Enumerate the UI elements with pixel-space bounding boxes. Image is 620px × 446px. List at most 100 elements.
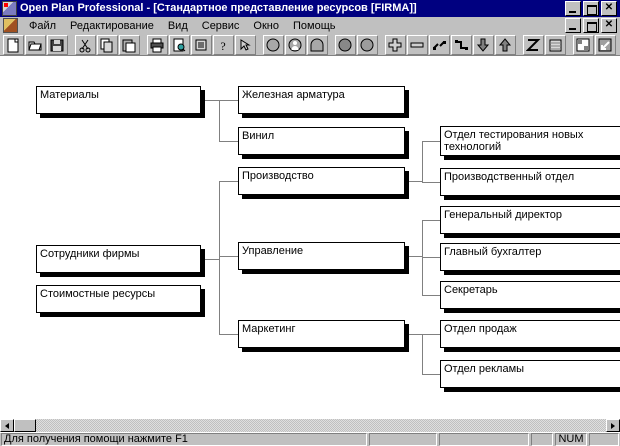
tree-connector [422, 334, 440, 335]
scrollbar-track[interactable] [14, 419, 606, 432]
tree-connector [219, 334, 238, 335]
tree-node-proizvodstvo[interactable]: Производство [238, 167, 405, 195]
menu-item-file[interactable]: Файл [29, 19, 57, 32]
tree-connector [219, 181, 238, 182]
resource-shape-icon[interactable] [307, 34, 328, 55]
help-question-icon[interactable]: ? [213, 34, 234, 55]
menu-item-service[interactable]: Сервис [201, 19, 240, 32]
tree-node-label: Сотрудники фирмы [40, 248, 140, 260]
tree-node-label: Генеральный директор [444, 209, 562, 221]
move-up-icon[interactable] [495, 34, 516, 55]
resource-person-icon[interactable] [285, 34, 306, 55]
status-bar: Для получения помощи нажмите F1 NUM [0, 432, 620, 446]
grid-view-icon[interactable] [545, 34, 566, 55]
fit-window-icon[interactable] [595, 34, 616, 55]
window-controls: ✕ [565, 1, 617, 16]
add-plus-icon[interactable] [385, 34, 406, 55]
tree-connector [405, 181, 422, 182]
menu-item-window[interactable]: Окно [253, 19, 279, 32]
scroll-right-arrow-icon[interactable] [606, 419, 620, 432]
zigzag-icon[interactable] [523, 34, 544, 55]
help-arrow-icon[interactable] [235, 34, 256, 55]
menu-item-list: Файл Редактирование Вид Сервис Окно Помо… [22, 18, 565, 34]
status-num-indicator: NUM [555, 433, 587, 446]
tree-node-label: Производственный отдел [444, 171, 575, 183]
mdi-minimize-button[interactable] [565, 18, 581, 33]
mdi-close-button[interactable]: ✕ [601, 18, 617, 33]
status-panel-2 [439, 433, 529, 446]
tree-node-upravlenie[interactable]: Управление [238, 242, 405, 270]
tree-node-label: Главный бухгалтер [444, 246, 542, 258]
tree-node-stoim-resursy[interactable]: Стоимостные ресурсы [36, 285, 201, 313]
window-title: Open Plan Professional - [Стандартное пр… [20, 2, 417, 14]
tree-connector [405, 256, 422, 257]
mdi-restore-button[interactable] [583, 18, 599, 33]
tree-connector [219, 141, 238, 142]
tree-node-label: Производство [242, 170, 314, 182]
tree-connector [219, 256, 238, 257]
tree-node-otdel-reklamy[interactable]: Отдел рекламы [440, 360, 620, 388]
menu-item-edit[interactable]: Редактирование [70, 19, 154, 32]
tree-node-label: Маркетинг [242, 323, 296, 335]
tree-node-sotrudniki[interactable]: Сотрудники фирмы [36, 245, 201, 273]
scrollbar-thumb[interactable] [14, 419, 36, 432]
print-icon[interactable] [147, 34, 168, 55]
tree-connector [405, 334, 422, 335]
document-icon[interactable] [3, 18, 18, 33]
menu-item-view[interactable]: Вид [167, 19, 188, 32]
tree-node-sekretar[interactable]: Секретарь [440, 281, 620, 309]
status-panel-3 [531, 433, 553, 446]
tree-node-zh-armatura[interactable]: Железная арматура [238, 86, 405, 114]
app-icon [2, 1, 17, 16]
tree-node-label: Отдел продаж [444, 323, 517, 335]
menu-item-help[interactable]: Помощь [292, 19, 336, 32]
status-message: Для получения помощи нажмите F1 [1, 433, 367, 446]
horizontal-scrollbar[interactable] [0, 418, 620, 432]
print-preview-icon[interactable] [169, 34, 190, 55]
sort-icon[interactable] [191, 34, 212, 55]
status-panel-4 [589, 433, 619, 446]
maximize-button[interactable] [583, 1, 599, 16]
remove-minus-icon[interactable] [407, 34, 428, 55]
paste-icon[interactable] [119, 34, 140, 55]
minimize-button[interactable] [565, 1, 581, 16]
tree-node-label: Материалы [40, 89, 99, 101]
tree-node-label: Стоимостные ресурсы [40, 288, 156, 300]
move-down-icon[interactable] [473, 34, 494, 55]
tree-node-marketing[interactable]: Маркетинг [238, 320, 405, 348]
tree-node-otdel-test[interactable]: Отдел тестирования новых технологий [440, 126, 620, 156]
tree-node-gen-director[interactable]: Генеральный директор [440, 206, 620, 234]
status-panel-1 [369, 433, 437, 446]
tree-connector [219, 181, 220, 334]
tree-node-label: Железная арматура [242, 89, 345, 101]
cut-scissors-icon[interactable] [75, 34, 96, 55]
unlink-icon[interactable] [451, 34, 472, 55]
tree-connector [422, 374, 440, 375]
tree-connector [422, 141, 440, 142]
open-folder-icon[interactable] [25, 34, 46, 55]
toolbar: ? [0, 34, 620, 56]
tree-connector [201, 100, 219, 101]
layout-icon[interactable] [573, 34, 594, 55]
close-button[interactable]: ✕ [601, 1, 617, 16]
new-document-icon[interactable] [3, 34, 24, 55]
scroll-left-arrow-icon[interactable] [0, 419, 14, 432]
filled-circle-icon[interactable] [335, 34, 356, 55]
tree-node-vinil[interactable]: Винил [238, 127, 405, 155]
resource-circle-icon[interactable] [263, 34, 284, 55]
tree-node-otdel-prodazh[interactable]: Отдел продаж [440, 320, 620, 348]
mdi-child-controls: ✕ [565, 18, 617, 33]
shaded-circle-icon[interactable] [357, 34, 378, 55]
tree-node-label: Винил [242, 130, 275, 142]
tree-connector [422, 295, 440, 296]
save-disk-icon[interactable] [47, 34, 68, 55]
link-icon[interactable] [429, 34, 450, 55]
copy-icon[interactable] [97, 34, 118, 55]
svg-text:?: ? [220, 39, 225, 53]
menu-bar: Файл Редактирование Вид Сервис Окно Помо… [0, 17, 620, 34]
tree-node-proizv-otdel[interactable]: Производственный отдел [440, 168, 620, 196]
tree-node-materialy[interactable]: Материалы [36, 86, 201, 114]
tree-node-gl-buhgalter[interactable]: Главный бухгалтер [440, 243, 620, 271]
